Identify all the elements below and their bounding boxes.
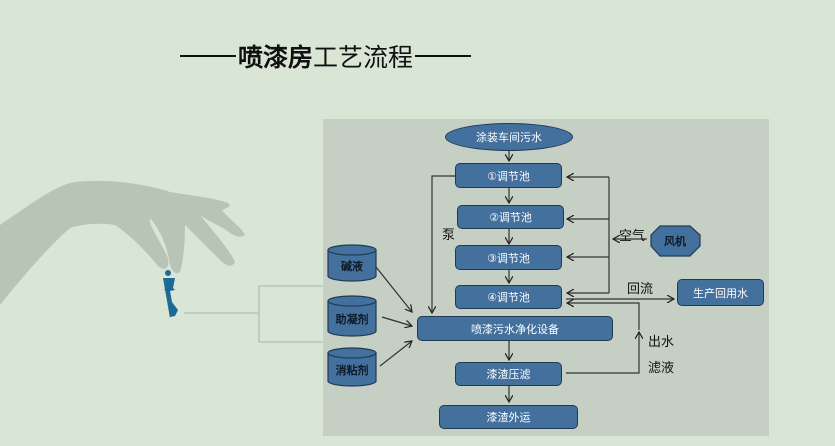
pool-4: ④调节池 bbox=[455, 285, 562, 309]
treatment-equipment: 喷漆污水净化设备 bbox=[417, 316, 613, 341]
arrow-alkali bbox=[375, 266, 412, 312]
source-wastewater: 涂装车间污水 bbox=[445, 123, 573, 151]
outflow-label: 出水 bbox=[648, 335, 675, 350]
chemical-detackifier: 消粘剂 bbox=[335, 364, 369, 377]
cylinder-alkali bbox=[327, 244, 377, 282]
cylinder-coagulant bbox=[327, 295, 377, 337]
title-bold: 喷漆房 bbox=[238, 43, 314, 72]
chemical-coagulant: 助凝剂 bbox=[335, 313, 369, 326]
pump-line bbox=[432, 175, 455, 313]
pool-2: ②调节池 bbox=[457, 205, 564, 229]
page-title: 喷漆房 工艺流程 bbox=[178, 38, 473, 74]
arrow-coagulant bbox=[381, 316, 412, 326]
chess-queen-icon bbox=[163, 270, 178, 318]
filtrate-label: 滤液 bbox=[648, 361, 675, 376]
title-regular: 工艺流程 bbox=[313, 43, 414, 72]
pool-1: ①调节池 bbox=[455, 163, 562, 188]
title-dash-left bbox=[180, 55, 236, 57]
arrow-detackifier bbox=[379, 341, 412, 367]
pump-label: 泵 bbox=[442, 228, 456, 243]
bracket-line bbox=[258, 285, 323, 343]
air-label: 空气 bbox=[619, 229, 646, 244]
filtrate-line bbox=[566, 332, 639, 374]
return-label: 回流 bbox=[627, 282, 654, 297]
reuse-water: 生产回用水 bbox=[677, 279, 764, 306]
sludge-press: 漆渣压滤 bbox=[455, 362, 562, 386]
outflow-line bbox=[567, 303, 640, 330]
sludge-disposal: 漆渣外运 bbox=[439, 405, 578, 429]
pool-3: ③调节池 bbox=[455, 245, 562, 270]
chemical-alkali: 碱液 bbox=[341, 260, 363, 273]
fan-label: 风机 bbox=[664, 235, 686, 248]
cylinder-detackifier bbox=[327, 347, 377, 387]
fan-octagon bbox=[650, 225, 701, 257]
title-dash-right bbox=[415, 55, 472, 57]
hand-icon bbox=[0, 180, 245, 305]
